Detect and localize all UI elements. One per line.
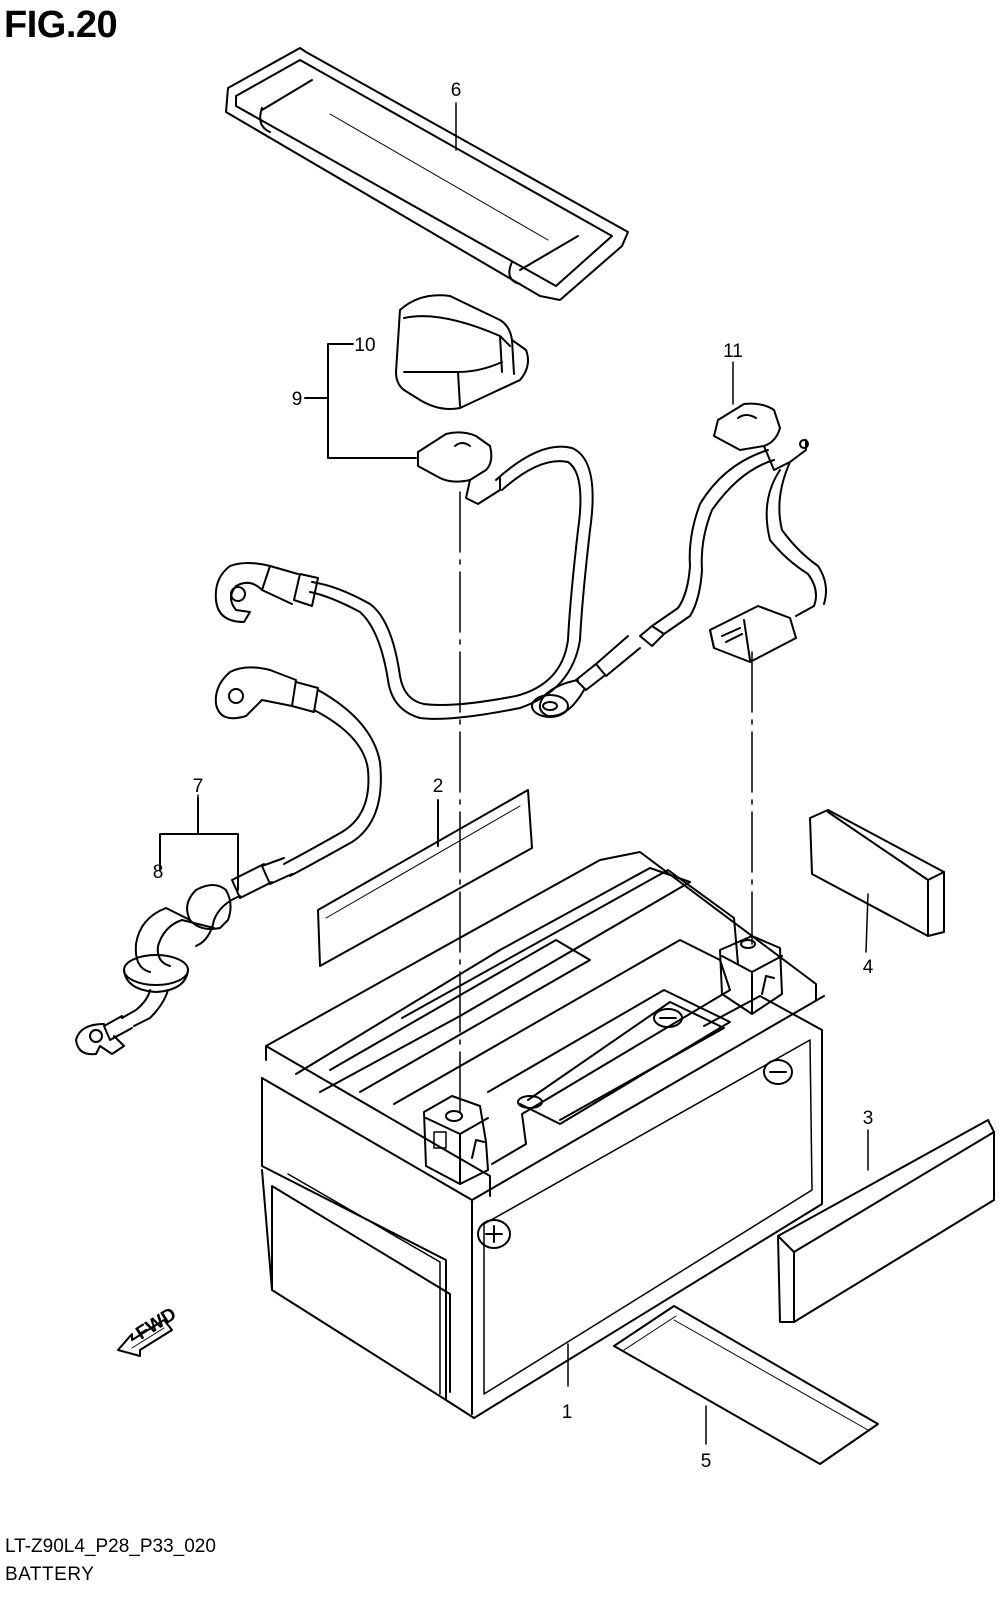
fwd-arrow-icon bbox=[117, 1319, 173, 1357]
pad-3 bbox=[777, 1119, 995, 1323]
negative-battery-cable bbox=[75, 666, 382, 1056]
pad-4 bbox=[809, 809, 945, 953]
battery bbox=[261, 851, 825, 1419]
callout-11: 11 bbox=[723, 341, 743, 362]
positive-battery-cable bbox=[214, 431, 594, 720]
callout-1: 1 bbox=[562, 1402, 573, 1423]
callout-labels: 1 2 3 4 5 6 7 8 9 10 11 bbox=[153, 80, 874, 1472]
callout-3: 3 bbox=[863, 1108, 874, 1129]
pad-2 bbox=[317, 789, 533, 967]
callout-8: 8 bbox=[153, 862, 164, 883]
callout-10: 10 bbox=[354, 335, 375, 356]
callout-7: 7 bbox=[193, 776, 204, 797]
figure-code: LT-Z90L4_P28_P33_020 bbox=[5, 1536, 216, 1557]
alignment-lines bbox=[459, 491, 753, 1113]
terminal-cover bbox=[395, 294, 529, 410]
callout-4: 4 bbox=[863, 957, 874, 978]
callout-bracket-7-8 bbox=[159, 797, 239, 891]
callout-5: 5 bbox=[701, 1451, 712, 1472]
callout-leaders bbox=[197, 102, 734, 801]
callout-6: 6 bbox=[451, 80, 462, 101]
figure-title: FIG.20 bbox=[4, 4, 118, 46]
pad-5 bbox=[613, 1305, 879, 1465]
callout-2: 2 bbox=[433, 776, 444, 797]
callout-9: 9 bbox=[292, 389, 303, 410]
battery-strap bbox=[225, 47, 629, 301]
negative-cable-with-connector bbox=[531, 402, 827, 718]
callout-bracket-9-10 bbox=[304, 343, 417, 459]
figure-name: BATTERY bbox=[5, 1564, 95, 1585]
